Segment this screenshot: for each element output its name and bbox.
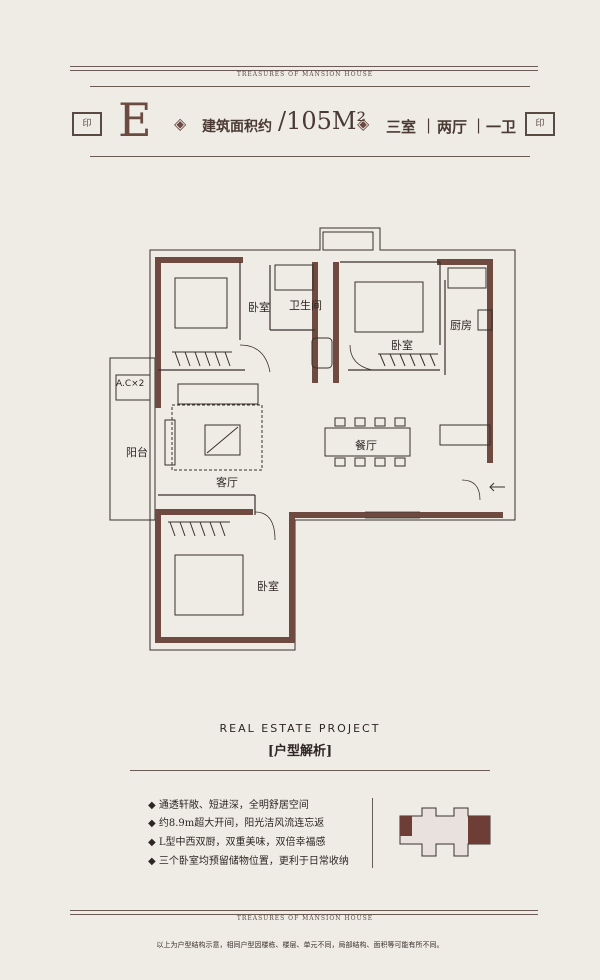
top-rule xyxy=(70,66,538,67)
building-keyplan-icon xyxy=(399,807,491,857)
area-label: 建筑面积约 xyxy=(202,119,272,135)
feature-text: 三个卧室均预留储物位置，更利于日常收纳 xyxy=(158,856,349,867)
top-tagline: TREASURES OF MANSION HOUSE xyxy=(236,71,374,78)
feature-text: 通透轩敞、短进深，全明舒居空间 xyxy=(158,800,309,811)
label-living: 客厅 xyxy=(216,476,238,489)
section-rule xyxy=(130,770,490,771)
divider: | xyxy=(476,116,482,134)
room-type-bathrooms: 一卫 xyxy=(486,118,517,136)
top-rule-thin xyxy=(70,70,538,71)
label-ac: A.C×2 xyxy=(116,379,145,389)
unit-type-letter: E xyxy=(118,93,152,147)
footer-note: 以上为户型结构示意，相同户型因楼栋、楼层、单元不同，局部结构、面积等可能有所不同… xyxy=(156,941,444,949)
divider: | xyxy=(426,116,432,134)
project-title: REAL ESTATE PROJECT xyxy=(219,722,381,735)
room-type-bedrooms: 三室 xyxy=(386,118,417,136)
section-heading: [户型解析] xyxy=(267,744,333,759)
room-type-halls: 两厅 xyxy=(437,118,468,136)
feature-item: ◆ 通透轩敞、短进深，全明舒居空间 xyxy=(148,800,309,811)
feature-item: ◆ 约8.9m超大开间，阳光洁风流连忘返 xyxy=(148,818,325,829)
feature-item: ◆ L型中西双厨，双重美味，双倍幸福感 xyxy=(148,837,326,848)
label-bedroom-top-left: 卧室 xyxy=(248,301,270,314)
area-value: /105M² xyxy=(278,107,367,135)
label-bedroom-bottom: 卧室 xyxy=(257,580,279,593)
bottom-rule xyxy=(70,910,538,911)
vertical-divider xyxy=(372,798,373,868)
label-kitchen: 厨房 xyxy=(450,319,472,332)
label-bedroom-top-mid: 卧室 xyxy=(391,339,413,352)
seal-left-icon: 印 xyxy=(72,112,102,136)
feature-text: 约8.9m超大开间，阳光洁风流连忘返 xyxy=(158,818,325,829)
floor-plan xyxy=(109,227,516,651)
seal-right-icon: 印 xyxy=(525,112,555,136)
bottom-rule-thin xyxy=(70,914,538,915)
label-balcony: 阳台 xyxy=(126,446,148,459)
label-bathroom: 卫生间 xyxy=(289,299,322,312)
diamond-ornament-left-icon: ◈ xyxy=(174,114,187,133)
feature-text: L型中西双厨，双重美味，双倍幸福感 xyxy=(158,837,326,848)
feature-item: ◆ 三个卧室均预留储物位置，更利于日常收纳 xyxy=(148,856,349,867)
bottom-tagline: TREASURES OF MANSION HOUSE xyxy=(236,915,374,922)
label-dining: 餐厅 xyxy=(355,439,377,452)
header-band-bottom xyxy=(90,156,530,157)
header-band-top xyxy=(90,86,530,87)
diamond-ornament-right-icon: ◈ xyxy=(357,114,370,133)
